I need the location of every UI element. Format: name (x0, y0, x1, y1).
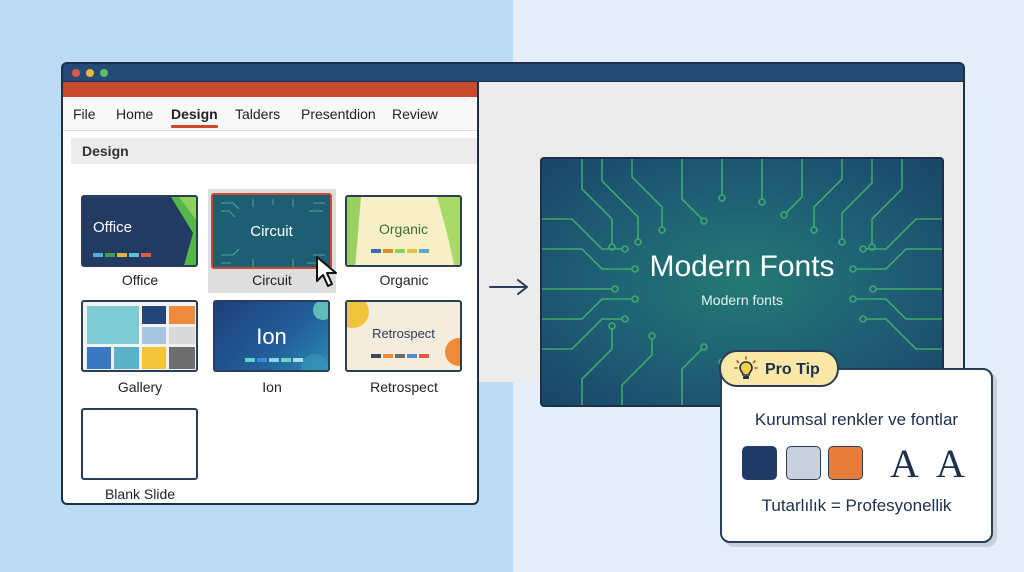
pro-tip-badge: Pro Tip (719, 350, 839, 387)
gallery-grid (87, 306, 195, 369)
theme-blank-thumb[interactable] (81, 408, 198, 480)
lightbulb-icon (734, 356, 758, 379)
theme-ion-swatches (245, 358, 303, 362)
tab-file[interactable]: File (73, 106, 96, 122)
theme-office-thumb[interactable]: Office (81, 195, 198, 267)
theme-gallery-thumb[interactable] (81, 300, 198, 372)
retrospect-decor (347, 302, 460, 366)
slide-title: Modern Fonts (649, 250, 835, 283)
theme-retrospect-title: Retrospect (372, 326, 435, 341)
title-bar (61, 62, 965, 83)
tab-review[interactable]: Review (392, 106, 438, 122)
ribbon-tabs: File Home Design Talders Presentdion Rev… (63, 97, 477, 131)
font-sample-a2: A (936, 441, 965, 486)
tab-design[interactable]: Design (171, 106, 218, 128)
tab-home[interactable]: Home (116, 106, 154, 122)
minimize-window-button[interactable] (86, 69, 94, 77)
accent-bar (63, 82, 477, 97)
theme-office-title: Office (93, 219, 132, 236)
theme-ion-label: Ion (262, 379, 282, 395)
pro-tip-footer: Tutarlılık = Profesyonellik (761, 496, 952, 515)
slide-subtitle: Modern fonts (701, 292, 783, 308)
theme-blank-label: Blank Slide (104, 486, 176, 502)
font-sample-a1: A (890, 441, 919, 486)
theme-organic-label: Organic (379, 272, 429, 288)
theme-ion-title: Ion (256, 324, 287, 349)
theme-retrospect-swatches (371, 354, 429, 358)
theme-organic-swatches (371, 249, 429, 253)
theme-gallery-label: Gallery (117, 379, 163, 395)
theme-retrospect-thumb[interactable]: Retrospect (345, 300, 462, 372)
office-decor (171, 197, 196, 265)
close-window-button[interactable] (72, 69, 80, 77)
maximize-window-button[interactable] (100, 69, 108, 77)
theme-circuit-thumb[interactable]: Circuit (211, 193, 332, 269)
slide-preview[interactable]: Modern Fonts Modern fonts (540, 157, 944, 407)
design-section-header: Design (71, 138, 477, 164)
color-swatch-orange (828, 446, 863, 480)
arrow-right-icon (489, 279, 528, 295)
theme-ion-thumb[interactable]: Ion (213, 300, 330, 372)
design-pane: File Home Design Talders Presentdion Rev… (61, 82, 479, 505)
tab-talders[interactable]: Talders (235, 106, 281, 122)
theme-circuit-label: Circuit (252, 272, 292, 288)
theme-circuit-title: Circuit (250, 223, 293, 240)
tab-presentation[interactable]: Presentdion (301, 106, 376, 122)
circuit-background (542, 159, 942, 405)
color-swatch-navy (742, 446, 777, 480)
pro-tip-badge-label: Pro Tip (765, 361, 820, 378)
design-section-title: Design (82, 143, 129, 159)
theme-retrospect-label: Retrospect (370, 379, 438, 395)
theme-organic-title: Organic (378, 221, 429, 237)
color-swatch-gray (786, 446, 821, 480)
pro-tip-heading: Kurumsal renkler ve fontlar (754, 410, 959, 429)
pro-tip-card: Kurumsal renkler ve fontlar A A Tutarlıl… (720, 368, 993, 543)
mouse-cursor-icon (316, 256, 337, 287)
theme-office-label: Office (121, 272, 159, 288)
ion-decor (301, 302, 328, 370)
organic-decor (347, 197, 460, 265)
theme-office-swatches (93, 253, 151, 257)
theme-organic-thumb[interactable]: Organic (345, 195, 462, 267)
